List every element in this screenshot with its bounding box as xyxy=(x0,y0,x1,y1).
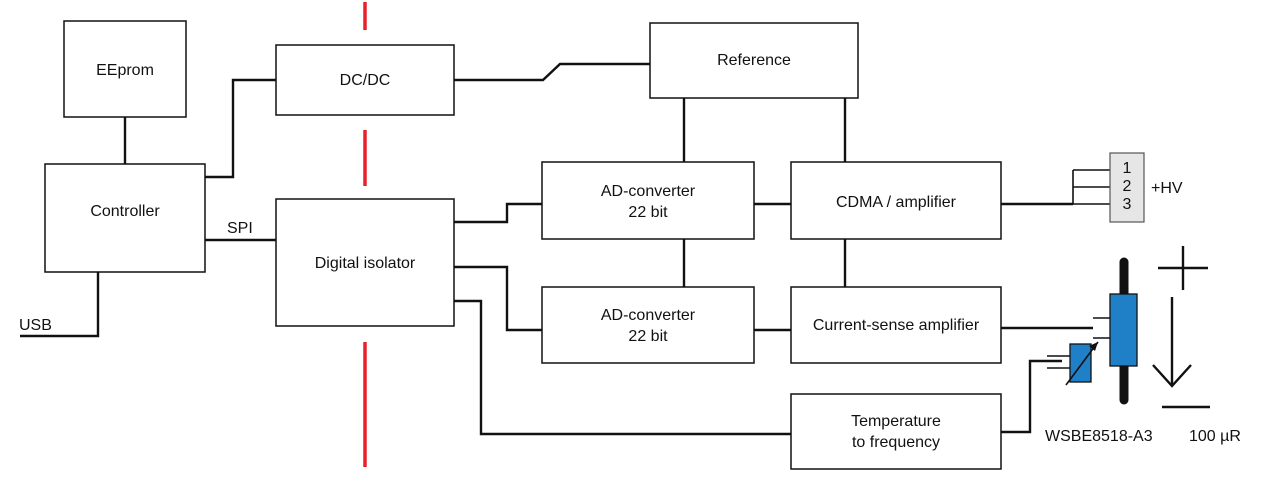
polarity-indicator xyxy=(1152,246,1210,409)
temperature-label-line1: Temperature xyxy=(851,413,941,430)
hv-label: +HV xyxy=(1151,180,1183,197)
controller-label: Controller xyxy=(90,203,160,220)
wire-dcdc-reference xyxy=(454,62,650,82)
sensor-model-label: WSBE8518-A3 xyxy=(1045,428,1153,445)
adc-bottom-label-line2: 22 bit xyxy=(628,328,668,345)
digital-isolator-block: Digital isolator xyxy=(275,198,455,327)
wire-temperature-sensor xyxy=(1001,359,1062,434)
eeprom-label: EEprom xyxy=(96,62,154,79)
connector-pin-2: 2 xyxy=(1123,178,1132,195)
wire-connector-pin3 xyxy=(1072,170,1110,205)
cdma-amplifier-label: CDMA / amplifier xyxy=(836,194,957,211)
strain-gauge-icon xyxy=(1109,293,1138,367)
eeprom-block: EEprom xyxy=(63,20,187,118)
connector-pin-3: 3 xyxy=(1123,196,1132,213)
spi-label: SPI xyxy=(227,220,253,237)
current-sense-block: Current-sense amplifier xyxy=(790,286,1002,364)
connector-body xyxy=(1109,152,1145,223)
wire-controller-dcdc xyxy=(205,78,276,179)
wire-isolator-adc-bottom xyxy=(454,265,542,332)
reference-block: Reference xyxy=(649,22,859,99)
thermistor-arrow-head xyxy=(1089,342,1098,351)
thermistor-arrow-line xyxy=(1065,341,1099,386)
dcdc-block: DC/DC xyxy=(275,44,455,116)
adc-top-label-line2: 22 bit xyxy=(628,204,668,221)
wires xyxy=(20,62,1110,436)
cdma-amplifier-block: CDMA / amplifier xyxy=(790,161,1002,240)
hv-connector: 1 2 3 +HV xyxy=(1109,152,1183,223)
temperature-label-line2: to frequency xyxy=(852,434,940,451)
sensor-assembly xyxy=(1047,257,1138,405)
usb-label: USB xyxy=(19,317,52,334)
digital-isolator-label: Digital isolator xyxy=(315,255,416,272)
temperature-block: Temperature to frequency xyxy=(790,393,1002,470)
current-sense-label: Current-sense amplifier xyxy=(813,317,980,334)
connector-pin-1: 1 xyxy=(1123,160,1132,177)
resolution-label: 100 µR xyxy=(1189,428,1241,445)
adc-bottom-label-line1: AD-converter xyxy=(601,307,696,324)
reference-label: Reference xyxy=(717,52,791,69)
adc-bottom-block: AD-converter 22 bit xyxy=(541,286,755,364)
wire-usb xyxy=(20,272,100,338)
adc-top-label-line1: AD-converter xyxy=(601,183,696,200)
controller-block: Controller xyxy=(44,163,206,273)
adc-top-block: AD-converter 22 bit xyxy=(541,161,755,240)
dcdc-label: DC/DC xyxy=(340,72,391,89)
wire-isolator-adc-top xyxy=(454,202,542,224)
wire-isolator-temperature xyxy=(454,299,791,436)
down-arrow-head-icon xyxy=(1152,364,1192,388)
